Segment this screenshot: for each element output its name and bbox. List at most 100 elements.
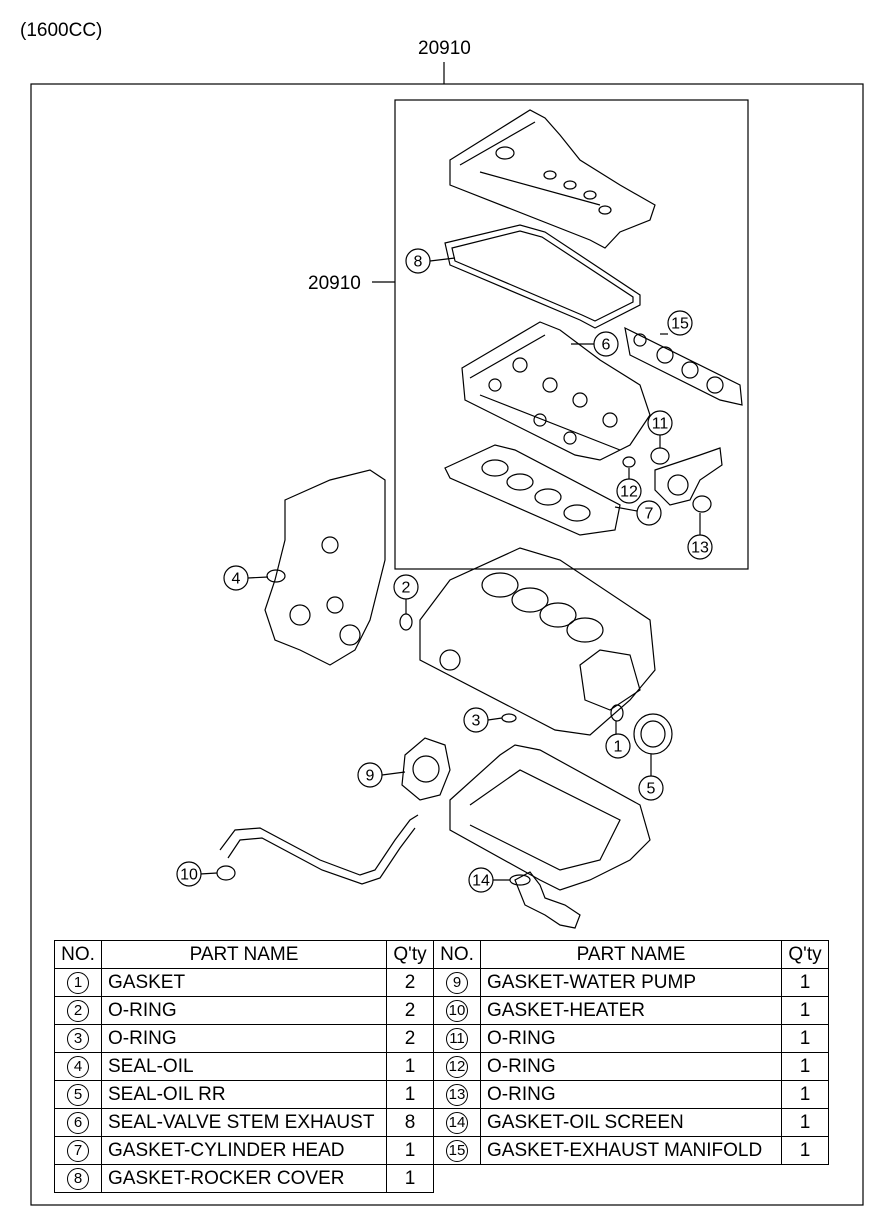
oring-2 xyxy=(399,613,413,631)
part-qty: 8 xyxy=(386,1108,434,1137)
header-no: NO. xyxy=(433,940,481,969)
part-qty: 1 xyxy=(781,1108,829,1137)
rocker-cover-gasket xyxy=(444,224,641,329)
part-number: 5 xyxy=(67,1084,89,1106)
oil-screen-part xyxy=(509,871,581,929)
part-qty: 2 xyxy=(386,1024,434,1053)
cylinder-head-part xyxy=(461,321,651,461)
part-qty: 1 xyxy=(386,1052,434,1081)
part-qty: 1 xyxy=(781,968,829,997)
gasket-1 xyxy=(610,704,624,722)
callout-7 xyxy=(636,500,662,526)
callout-label-11: 11 xyxy=(652,416,669,433)
callout-label-8: 8 xyxy=(414,254,423,271)
part-name: GASKET xyxy=(101,968,387,997)
seal-oil-4 xyxy=(266,569,286,583)
part-number: 8 xyxy=(67,1168,89,1190)
oring-12 xyxy=(622,456,636,468)
callout-label-1: 1 xyxy=(614,739,623,756)
part-name: GASKET-OIL SCREEN xyxy=(480,1108,782,1137)
part-number: 10 xyxy=(446,1000,468,1022)
part-number: 2 xyxy=(67,1000,89,1022)
header-qty: Q'ty xyxy=(386,940,434,969)
part-qty: 1 xyxy=(781,1136,829,1165)
callout-15 xyxy=(667,310,693,336)
outer-frame xyxy=(30,83,864,1206)
water-outlet-part xyxy=(654,447,723,506)
header-no: NO. xyxy=(54,940,102,969)
part-number: 12 xyxy=(446,1056,468,1078)
seal-oil-rr-5 xyxy=(633,713,673,755)
heater-gasket-10 xyxy=(216,865,236,881)
table-row: 6 SEAL-VALVE STEM EXHAUST 8 14 GASKET-OI… xyxy=(54,1108,829,1137)
part-number: 6 xyxy=(67,1112,89,1134)
callout-label-13: 13 xyxy=(691,540,709,557)
callout-8 xyxy=(405,248,431,274)
part-number: 13 xyxy=(446,1084,468,1106)
part-qty: 1 xyxy=(781,1024,829,1053)
header-qty: Q'ty xyxy=(781,940,829,969)
part-name: SEAL-OIL xyxy=(101,1052,387,1081)
part-name: O-RING xyxy=(101,996,387,1025)
callout-label-14: 14 xyxy=(472,873,490,890)
part-number: 15 xyxy=(446,1140,468,1162)
part-number: 7 xyxy=(67,1140,89,1162)
part-number: 9 xyxy=(446,972,468,994)
part-qty: 2 xyxy=(386,968,434,997)
part-qty: 1 xyxy=(781,1080,829,1109)
cylinder-head-gasket xyxy=(444,444,621,536)
parts-table: NO. PART NAME Q'ty NO. PART NAME Q'ty 1 … xyxy=(54,940,829,1193)
part-name: SEAL-OIL RR xyxy=(101,1080,387,1109)
header-part-name: PART NAME xyxy=(101,940,387,969)
part-name: O-RING xyxy=(101,1024,387,1053)
part-name: SEAL-VALVE STEM EXHAUST xyxy=(101,1108,387,1137)
part-name: GASKET-EXHAUST MANIFOLD xyxy=(480,1136,782,1165)
callout-label-6: 6 xyxy=(602,337,611,354)
callout-11 xyxy=(647,410,673,436)
part-number: 4 xyxy=(67,1056,89,1078)
table-row: 2 O-RING 2 10 GASKET-HEATER 1 xyxy=(54,996,829,1025)
callout-label-15: 15 xyxy=(671,316,689,333)
header-part-name: PART NAME xyxy=(480,940,782,969)
table-row: 4 SEAL-OIL 1 12 O-RING 1 xyxy=(54,1052,829,1081)
part-name: GASKET-WATER PUMP xyxy=(480,968,782,997)
water-pump-gasket xyxy=(401,737,451,801)
callout-9 xyxy=(357,762,383,788)
part-name: GASKET-CYLINDER HEAD xyxy=(101,1136,387,1165)
part-qty: 1 xyxy=(781,996,829,1025)
oring-13 xyxy=(692,495,712,513)
table-row: 5 SEAL-OIL RR 1 13 O-RING 1 xyxy=(54,1080,829,1109)
table-empty-cell xyxy=(434,1165,829,1193)
heater-pipe-part xyxy=(219,814,419,885)
part-name: GASKET-HEATER xyxy=(480,996,782,1025)
part-name: O-RING xyxy=(480,1052,782,1081)
callout-12 xyxy=(616,478,642,504)
table-row: 7 GASKET-CYLINDER HEAD 1 15 GASKET-EXHAU… xyxy=(54,1136,829,1165)
callout-3 xyxy=(463,707,489,733)
oil-screen-gasket-14 xyxy=(509,874,531,886)
callout-label-3: 3 xyxy=(472,713,481,730)
callout-5 xyxy=(638,775,664,801)
callout-6 xyxy=(593,331,619,357)
callout-4 xyxy=(223,565,249,591)
part-name: GASKET-ROCKER COVER xyxy=(101,1164,387,1193)
callout-13 xyxy=(687,534,713,560)
callout-1 xyxy=(605,733,631,759)
cylinder-block-part xyxy=(419,547,656,736)
table-row: 8 GASKET-ROCKER COVER 1 xyxy=(54,1164,829,1193)
part-number: 3 xyxy=(67,1028,89,1050)
part-number: 11 xyxy=(446,1028,468,1050)
table-row: 1 GASKET 2 9 GASKET-WATER PUMP 1 xyxy=(54,968,829,997)
part-qty: 1 xyxy=(386,1080,434,1109)
timing-cover-part xyxy=(264,469,386,666)
exhaust-manifold-gasket xyxy=(624,326,743,406)
table-row: 3 O-RING 2 11 O-RING 1 xyxy=(54,1024,829,1053)
oil-pan-part xyxy=(449,744,651,891)
callout-14 xyxy=(468,867,494,893)
callout-2 xyxy=(393,574,419,600)
oring-3 xyxy=(501,713,517,723)
part-number: 1 xyxy=(67,972,89,994)
rocker-cover-part xyxy=(449,109,656,249)
engine-label: (1600CC) xyxy=(20,20,103,41)
callout-10 xyxy=(176,861,202,887)
